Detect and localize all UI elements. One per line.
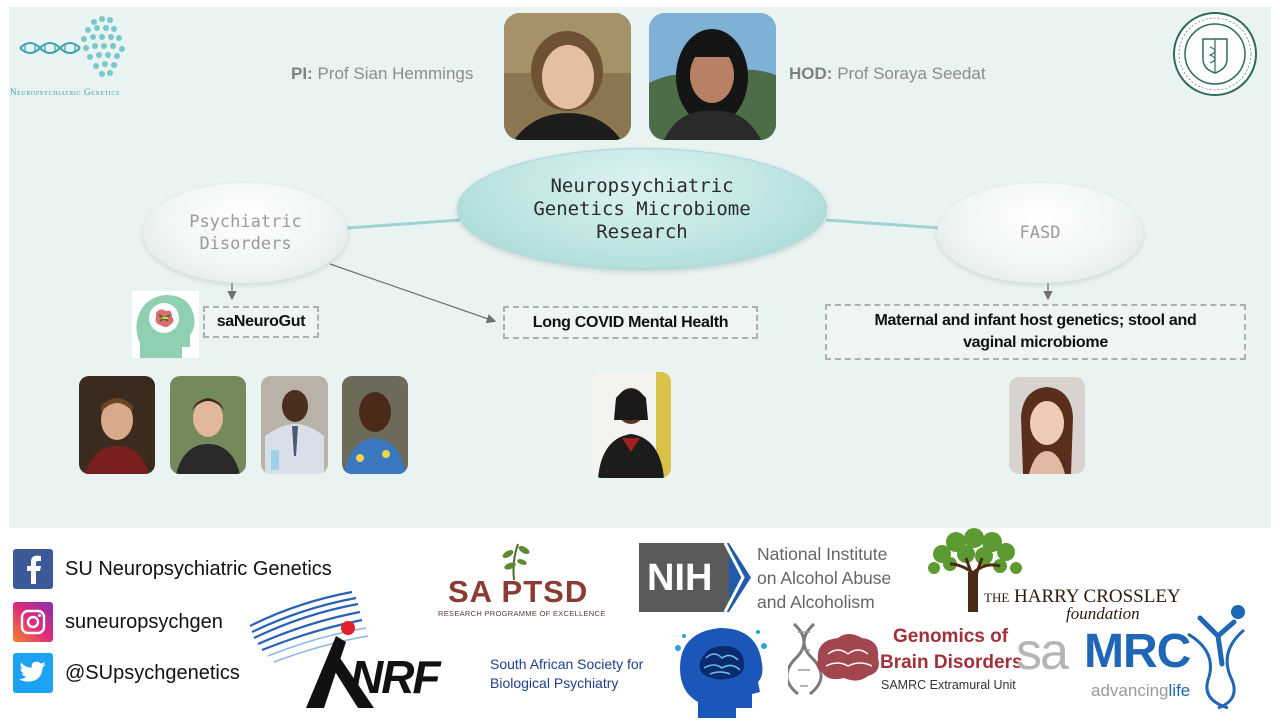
left-node-line-2: Disorders	[199, 234, 292, 254]
genomics-dna-brain-icon	[785, 620, 884, 696]
nrf-logo	[248, 584, 458, 712]
samrc-tagline-2: life	[1168, 681, 1191, 700]
sasbp-line-1: South African Society for	[490, 656, 644, 672]
samrc-tagline-1: advancing	[1091, 681, 1169, 700]
blue-brain-head-icon	[670, 618, 770, 718]
saneurogut-brain-gut-icon	[132, 291, 199, 358]
genomics-line-3: SAMRC Extramural Unit	[881, 678, 1016, 692]
facebook-icon	[13, 549, 53, 589]
fasd-node: FASD	[937, 183, 1143, 283]
central-research-node: Neuropsychiatric Genetics Microbiome Res…	[457, 148, 827, 270]
harry-crossley-line-1: the HARRY CROSSLEY	[984, 586, 1181, 607]
long-covid-box: Long COVID Mental Health	[503, 306, 758, 339]
sa-ptsd-title: SA PTSD	[448, 574, 589, 609]
twitter-link[interactable]: @SUpsychgenetics	[13, 653, 240, 693]
twitter-icon	[13, 653, 53, 693]
genomics-line-2: Brain Disorders	[880, 652, 1023, 673]
neuropsychiatric-genetics-logo	[14, 10, 144, 100]
nrf-wordmark: NRF	[350, 651, 441, 703]
pi-label: PI: Prof Sian Hemmings	[291, 64, 474, 83]
samrc-sa: sa	[1016, 623, 1069, 681]
center-line-3: Research	[596, 220, 688, 243]
team-member-photo	[342, 376, 408, 474]
genomics-line-1: Genomics of	[893, 626, 1009, 647]
center-line-1: Neuropsychiatric	[550, 174, 734, 197]
team-member-photo	[79, 376, 155, 474]
nih-line-3: and Alcoholism	[757, 592, 875, 612]
logo-text: Neuropsychiatric Genetics	[10, 87, 120, 97]
pi-photo	[504, 13, 631, 140]
saneurogut-box: saNeuroGut	[203, 306, 319, 338]
facebook-link[interactable]: SU Neuropsychiatric Genetics	[13, 549, 332, 589]
instagram-icon	[13, 602, 53, 642]
facebook-handle: SU Neuropsychiatric Genetics	[65, 557, 332, 580]
samrc-mrc: MRC	[1084, 625, 1191, 678]
nih-logo: NIH	[639, 542, 751, 613]
instagram-handle: suneuropsychgen	[65, 610, 223, 633]
hod-label: HOD: Prof Soraya Seedat	[789, 64, 986, 83]
nih-line-1: National Institute	[757, 544, 888, 564]
university-seal-icon	[1172, 11, 1258, 97]
team-member-photo	[261, 376, 328, 474]
team-member-photo	[592, 372, 671, 478]
fasd-label: FASD	[1019, 223, 1061, 243]
nih-short: NIH	[647, 557, 713, 599]
nih-line-2: on Alcohol Abuse	[757, 568, 892, 588]
team-member-photo	[170, 376, 246, 474]
center-line-2: Genetics Microbiome	[533, 197, 751, 220]
instagram-link[interactable]: suneuropsychgen	[13, 602, 223, 642]
team-member-photo	[1009, 377, 1085, 474]
pi-name: Prof Sian Hemmings	[317, 64, 474, 83]
harry-crossley-line-2: foundation	[1066, 604, 1140, 623]
maternal-infant-box: Maternal and infant host genetics; stool…	[825, 304, 1246, 360]
diagram-connectors	[227, 218, 1053, 324]
sa-ptsd-logo	[436, 540, 606, 622]
hod-photo	[649, 13, 776, 140]
twitter-handle: @SUpsychgenetics	[65, 661, 240, 684]
samrc-tagline: advancinglife	[1091, 681, 1190, 701]
samrc-figure-icon	[1178, 604, 1260, 712]
left-node-line-1: Psychiatric	[189, 212, 302, 232]
sa-ptsd-subtitle: RESEARCH PROGRAMME OF EXCELLENCE	[438, 609, 606, 618]
harry-crossley-tree-icon	[920, 528, 1030, 613]
sasbp-line-2: Biological Psychiatry	[490, 675, 619, 691]
hod-name: Prof Soraya Seedat	[837, 64, 986, 83]
psychiatric-disorders-node: Psychiatric Disorders	[143, 183, 348, 283]
